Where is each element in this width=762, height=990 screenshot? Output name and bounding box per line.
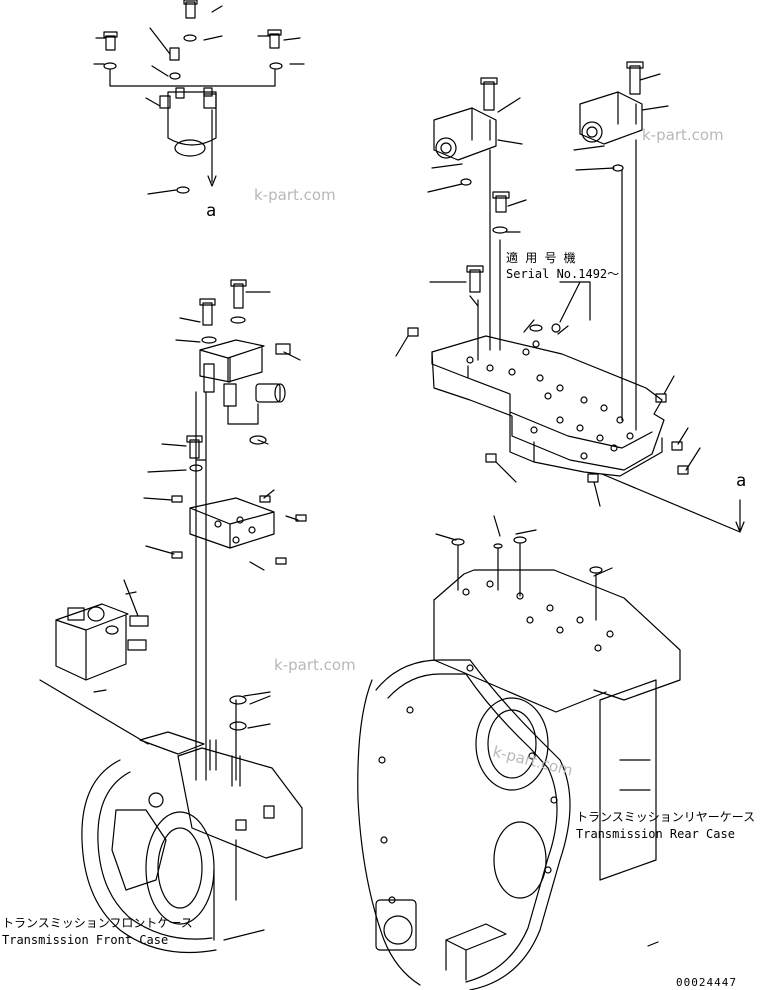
watermark: k-part.com: [254, 186, 336, 204]
right-pressure-valves: [427, 61, 669, 431]
rear-case: [357, 515, 681, 990]
front-case-label-jp: トランスミッションフロントケース: [2, 916, 193, 930]
reference-a-right: a: [736, 471, 746, 491]
top-solenoid-valve: [93, 0, 305, 195]
serial-label-en: Serial No.1492～: [506, 267, 619, 281]
watermark: k-part.com: [642, 126, 724, 144]
rear-case-label-en: Transmission Rear Case: [576, 827, 735, 841]
watermark: k-part.com: [274, 656, 356, 674]
front-case: [81, 691, 303, 954]
watermark: k-part.com: [491, 742, 575, 779]
rear-case-label-jp: トランスミッションリヤーケース: [576, 810, 755, 824]
left-side-solenoid: [39, 579, 149, 745]
reference-a-top: a: [206, 201, 216, 221]
right-valve-plate: [395, 319, 745, 533]
drawing-number: 00024447: [676, 976, 737, 989]
left-valve-stack: [143, 279, 307, 781]
serial-label-jp: 適 用 号 機: [506, 250, 576, 265]
front-case-label-en: Transmission Front Case: [2, 933, 168, 947]
